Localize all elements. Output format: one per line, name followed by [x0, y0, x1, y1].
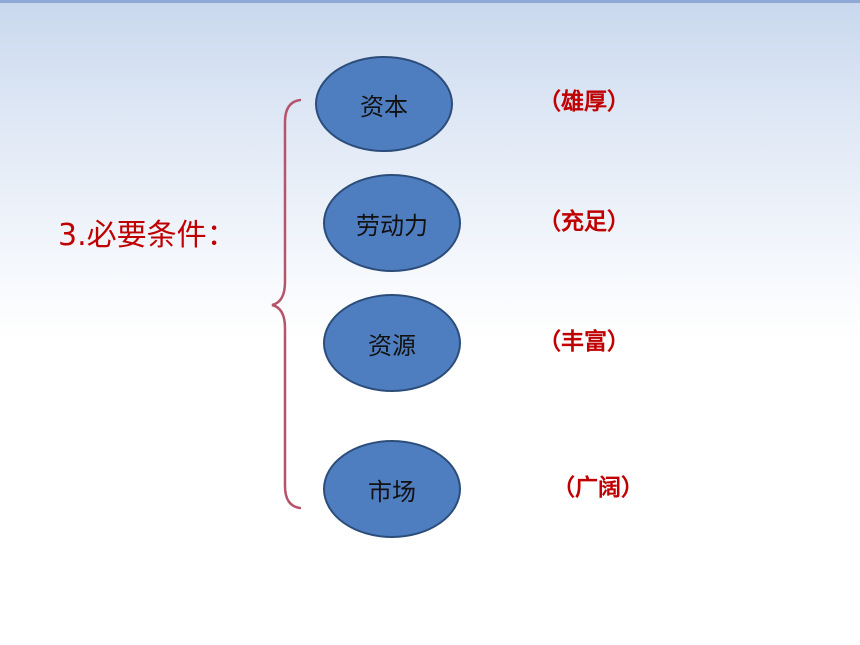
condition-note-labor: （充足）	[538, 209, 630, 235]
brace-path	[271, 98, 302, 510]
condition-node-labor: 劳动力	[323, 174, 461, 272]
condition-note-market: （广阔）	[552, 475, 644, 501]
condition-note-capital: （雄厚）	[538, 89, 630, 115]
condition-note-resources: （丰富）	[538, 329, 630, 355]
condition-node-market: 市场	[323, 440, 461, 538]
condition-node-capital: 资本	[315, 56, 453, 152]
slide-top-border	[0, 0, 860, 3]
slide-heading: 3.必要条件：	[58, 218, 237, 253]
condition-node-resources: 资源	[323, 294, 461, 392]
